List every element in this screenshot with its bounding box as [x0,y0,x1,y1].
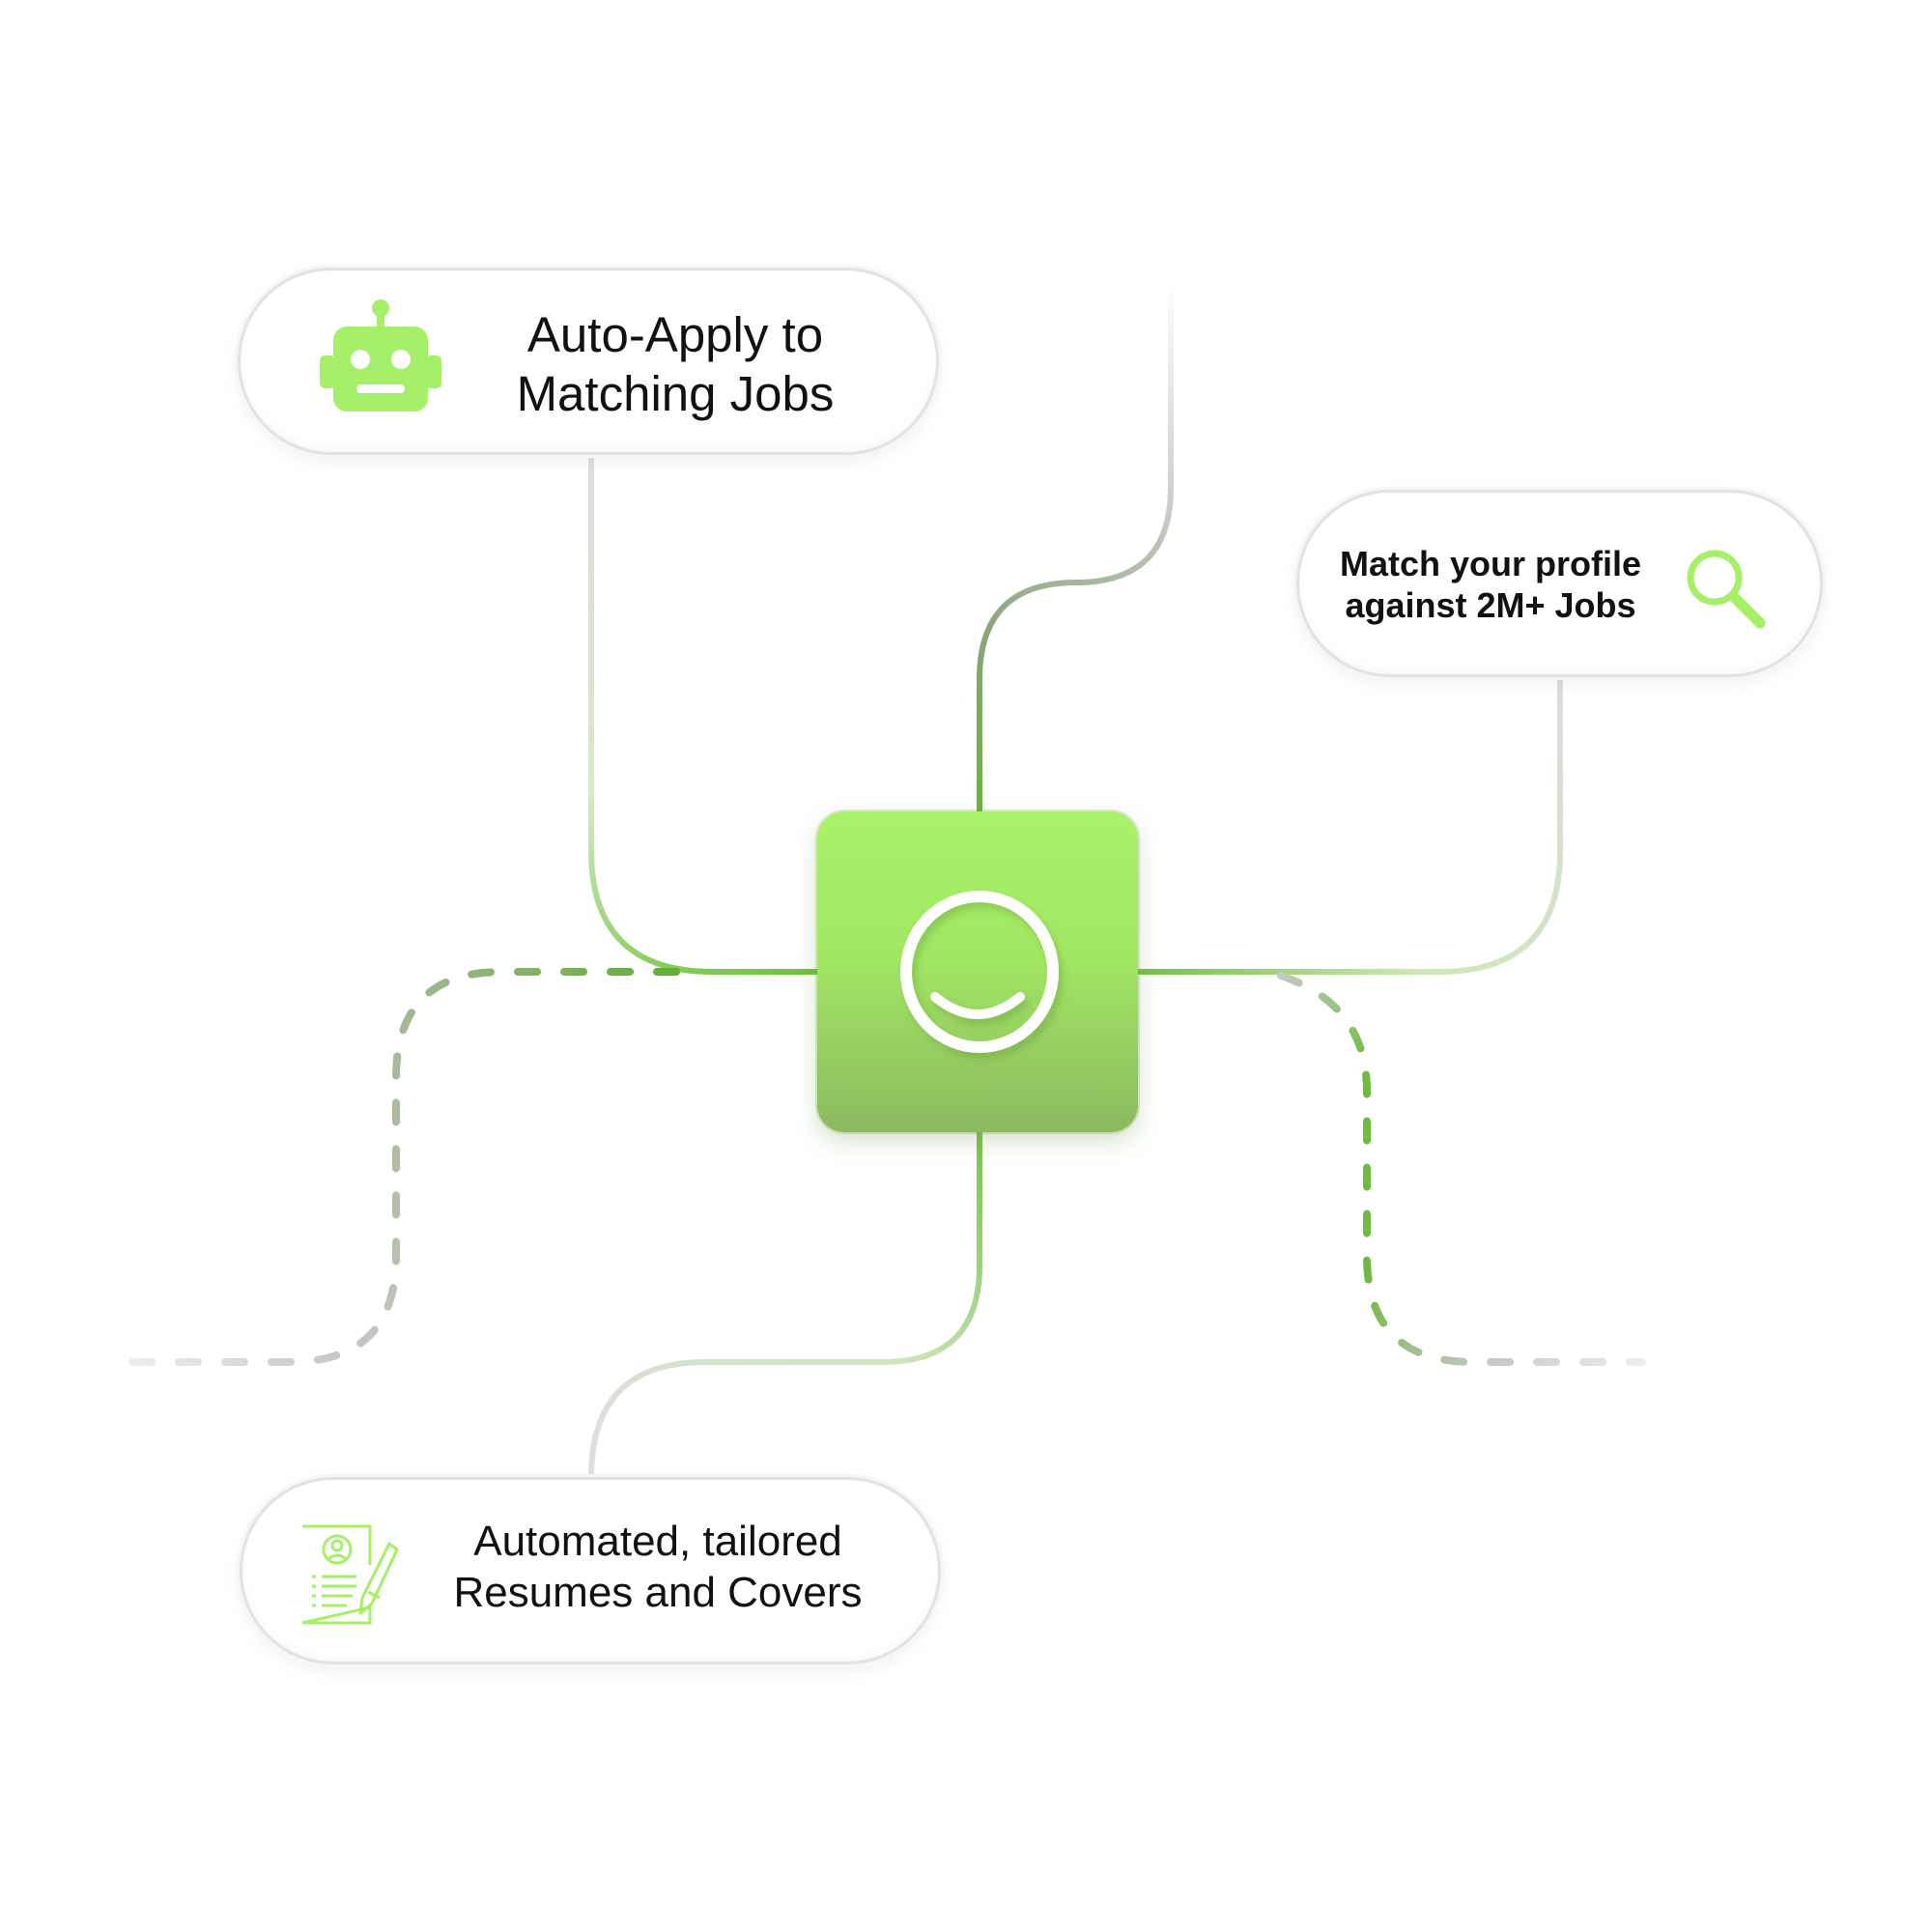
label-line: against 2M+ Jobs [1345,585,1636,626]
connector-top [977,277,1174,814]
node-auto-apply-label: Auto-Apply to Matching Jobs [463,305,888,423]
node-resumes-label: Automated, tailored Resumes and Covers [407,1517,909,1619]
label-line: Matching Jobs [516,366,835,422]
node-match-profile: Match your profile against 2M+ Jobs [1296,490,1823,677]
node-match-profile-label: Match your profile against 2M+ Jobs [1326,543,1655,626]
label-line: Auto-Apply to [526,307,824,362]
magnifier-icon [1687,550,1766,629]
label-line: Automated, tailored [473,1518,842,1565]
dashed-path-left [118,968,680,1366]
center-hub [817,811,1138,1132]
smile-logo-icon [900,891,1059,1053]
dashed-path-right [1277,972,1646,1366]
connector-auto-apply [588,451,820,975]
resume-edit-icon [301,1524,399,1625]
connector-match-profile [1135,674,1563,975]
node-auto-apply: Auto-Apply to Matching Jobs [238,268,939,455]
label-line: Resumes and Covers [453,1568,863,1616]
label-line: Match your profile [1339,544,1642,583]
connector-resumes [588,1129,982,1480]
robot-icon [320,299,441,412]
node-resumes: Automated, tailored Resumes and Covers [240,1477,941,1664]
